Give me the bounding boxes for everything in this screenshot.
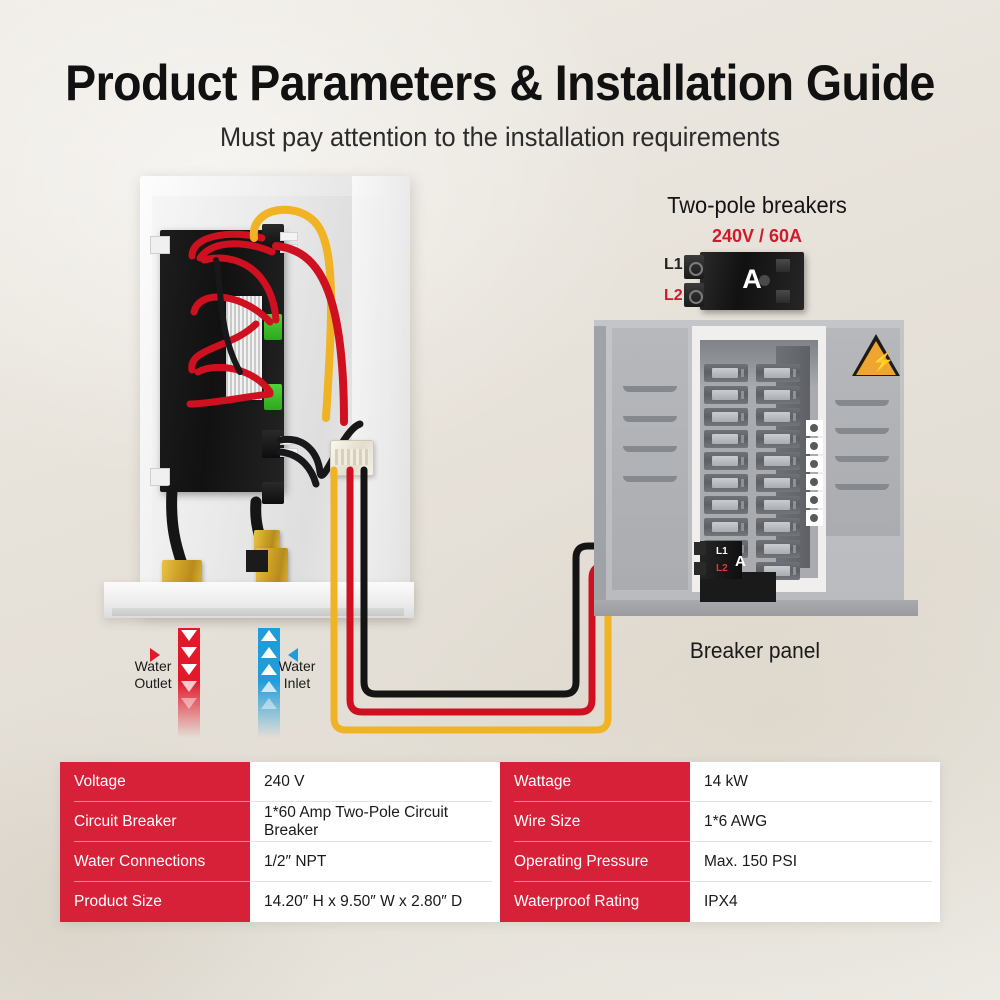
panel-main-lug-l2 bbox=[694, 562, 706, 575]
panel-breaker[interactable] bbox=[704, 364, 748, 382]
breaker-lug-l1 bbox=[684, 255, 704, 279]
panel-breaker[interactable] bbox=[704, 474, 748, 492]
spec-value-wire-size: 1*6 AWG bbox=[690, 802, 940, 842]
spec-key-operating-pressure: Operating Pressure bbox=[500, 842, 690, 882]
spec-key-water-connections: Water Connections bbox=[60, 842, 250, 882]
panel-breaker[interactable] bbox=[756, 386, 800, 404]
flow-arrow-up-icon bbox=[261, 681, 277, 692]
breaker-switch-upper bbox=[776, 259, 790, 272]
spec-value-operating-pressure: Max. 150 PSI bbox=[690, 842, 940, 882]
breaker-center-pivot bbox=[759, 275, 770, 286]
spec-value-water-connections: 1/2″ NPT bbox=[250, 842, 500, 882]
spec-table: Voltage 240 V Wattage 14 kW Circuit Brea… bbox=[60, 762, 940, 922]
module-bracket-top-left bbox=[150, 236, 170, 254]
panel-louver bbox=[835, 484, 889, 490]
panel-breaker[interactable] bbox=[756, 364, 800, 382]
panel-breaker[interactable] bbox=[756, 518, 800, 536]
panel-breaker[interactable] bbox=[704, 496, 748, 514]
panel-breaker[interactable] bbox=[756, 496, 800, 514]
panel-breaker[interactable] bbox=[704, 430, 748, 448]
wire-junction-connector bbox=[330, 440, 374, 476]
spec-value-waterproof-rating: IPX4 bbox=[690, 882, 940, 922]
water-outlet-pointer-icon bbox=[150, 648, 160, 662]
panel-breaker[interactable] bbox=[704, 386, 748, 404]
water-outlet-label: Water Outlet bbox=[134, 658, 172, 691]
flow-arrow-up-icon bbox=[261, 630, 277, 641]
spec-key-wire-size: Wire Size bbox=[500, 802, 690, 842]
flow-arrow-down-icon bbox=[181, 630, 197, 641]
panel-breaker-l2-label: L2 bbox=[716, 563, 728, 574]
panel-louver bbox=[623, 476, 677, 482]
panel-breaker[interactable] bbox=[704, 518, 748, 536]
panel-breaker[interactable] bbox=[704, 452, 748, 470]
page-subtitle: Must pay attention to the installation r… bbox=[219, 122, 781, 152]
spec-key-waterproof-rating: Waterproof Rating bbox=[500, 882, 690, 922]
panel-main-lug-l1 bbox=[694, 542, 706, 555]
inlet-sensor-block bbox=[246, 550, 268, 572]
breaker-panel-label: Breaker panel bbox=[689, 638, 821, 663]
panel-main-breaker[interactable] bbox=[700, 541, 742, 579]
hot-water-flow-strip bbox=[178, 628, 200, 738]
panel-breaker[interactable] bbox=[756, 408, 800, 426]
panel-breaker[interactable] bbox=[756, 474, 800, 492]
two-pole-breaker-l1-label: L1 bbox=[664, 256, 683, 273]
panel-breaker[interactable] bbox=[756, 540, 800, 558]
spec-key-voltage: Voltage bbox=[60, 762, 250, 802]
panel-base-shadow bbox=[594, 600, 918, 616]
neutral-bar-screw bbox=[806, 456, 823, 472]
spec-value-wattage: 14 kW bbox=[690, 762, 940, 802]
flow-arrow-up-icon bbox=[261, 664, 277, 675]
water-inlet-fitting-top bbox=[254, 530, 280, 552]
neutral-bar-screw bbox=[806, 474, 823, 490]
panel-breaker[interactable] bbox=[756, 452, 800, 470]
page-title: Product Parameters & Installation Guide bbox=[65, 55, 935, 111]
spec-key-circuit-breaker: Circuit Breaker bbox=[60, 802, 250, 842]
cold-water-flow-strip bbox=[258, 628, 280, 738]
panel-breaker[interactable] bbox=[704, 408, 748, 426]
electrical-hazard-icon bbox=[856, 341, 896, 375]
terminal-block-lowest bbox=[262, 482, 284, 504]
two-pole-breaker-rating: 240V / 60A bbox=[711, 226, 803, 246]
neutral-bar-screw bbox=[806, 510, 823, 526]
flow-arrow-down-icon bbox=[181, 664, 197, 675]
spec-value-circuit-breaker: 1*60 Amp Two-Pole Circuit Breaker bbox=[250, 802, 500, 842]
flow-arrow-up-icon bbox=[261, 698, 277, 709]
neutral-bar-screw bbox=[806, 492, 823, 508]
two-pole-breaker-title: Two-pole breakers bbox=[667, 192, 847, 218]
panel-louver bbox=[835, 456, 889, 462]
spec-key-product-size: Product Size bbox=[60, 882, 250, 922]
panel-breaker[interactable] bbox=[756, 430, 800, 448]
panel-louver bbox=[623, 416, 677, 422]
flow-arrow-down-icon bbox=[181, 681, 197, 692]
water-inlet-pointer-icon bbox=[288, 648, 298, 662]
panel-breaker-l1-label: L1 bbox=[716, 546, 728, 557]
spec-key-wattage: Wattage bbox=[500, 762, 690, 802]
breaker-lug-l2 bbox=[684, 283, 704, 307]
flow-arrow-down-icon bbox=[181, 698, 197, 709]
lightning-bolt-icon: ⚡ bbox=[871, 352, 895, 373]
water-heater-illustration bbox=[104, 172, 424, 632]
flow-arrow-down-icon bbox=[181, 647, 197, 658]
panel-louver bbox=[623, 386, 677, 392]
panel-door-left bbox=[612, 328, 688, 590]
panel-breaker-letter: A bbox=[735, 553, 746, 570]
panel-left-edge bbox=[594, 326, 606, 600]
module-bracket-bottom-left bbox=[150, 468, 170, 486]
neutral-bar-screw bbox=[806, 438, 823, 454]
heater-bottom-bracket bbox=[104, 582, 414, 618]
panel-louver bbox=[623, 446, 677, 452]
neutral-bar-screw bbox=[806, 420, 823, 436]
two-pole-breaker-letter: A bbox=[742, 264, 762, 294]
spec-value-product-size: 14.20″ H x 9.50″ W x 2.80″ D bbox=[250, 882, 500, 922]
water-inlet-label: Water Inlet bbox=[278, 658, 316, 691]
flow-arrow-up-icon bbox=[261, 647, 277, 658]
panel-louver bbox=[835, 400, 889, 406]
two-pole-breaker-body: A bbox=[684, 252, 804, 310]
panel-louver bbox=[835, 428, 889, 434]
breaker-switch-lower bbox=[776, 290, 790, 303]
terminal-screw-a bbox=[280, 232, 298, 241]
spec-value-voltage: 240 V bbox=[250, 762, 500, 802]
two-pole-breaker-l2-label: L2 bbox=[664, 287, 683, 304]
